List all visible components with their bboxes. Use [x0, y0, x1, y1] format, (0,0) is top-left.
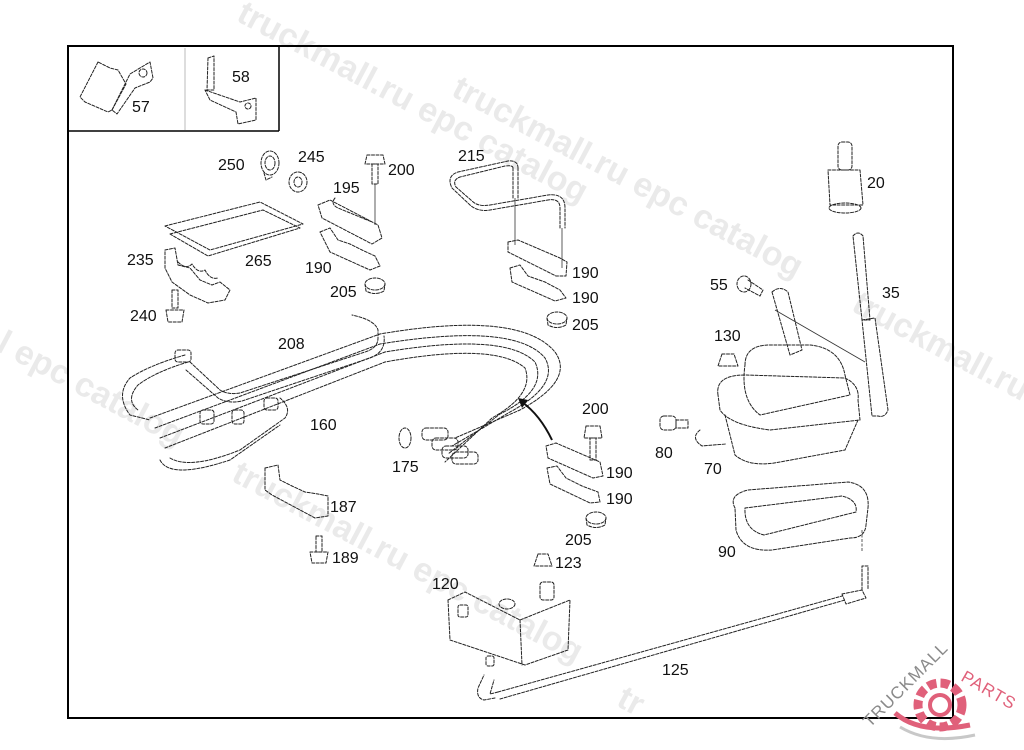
truckmallparts-logo: TRUCKMALL PARTS	[859, 638, 1020, 741]
part-190-clamp-lower[interactable]: 190	[509, 264, 599, 307]
callout-250: 250	[218, 157, 245, 174]
part-205-grommet[interactable]: 205	[330, 277, 386, 301]
part-205-grommet[interactable]: 205	[565, 511, 607, 549]
callout-120: 120	[432, 576, 459, 593]
callout-205: 205	[572, 317, 599, 334]
part-200-bolt[interactable]: 200	[364, 154, 415, 225]
callout-130: 130	[714, 328, 741, 345]
callout-235: 235	[127, 252, 154, 269]
part-265-plate[interactable]: 265	[164, 201, 304, 270]
callout-70: 70	[704, 461, 722, 478]
part-190-clamp-half[interactable]: 190	[305, 227, 381, 277]
part-215-u-bolt[interactable]: 215	[449, 148, 566, 268]
logo-word-parts: PARTS	[958, 667, 1020, 714]
callout-55: 55	[710, 277, 728, 294]
watermark-layer: truckmall.ru epc catalog truckmall.ru ep…	[0, 0, 1024, 724]
callout-200: 200	[388, 162, 415, 179]
part-235-clamp[interactable]: 235	[127, 247, 231, 304]
part-70-shift-housing[interactable]: 70	[695, 288, 861, 479]
callout-58: 58	[232, 69, 250, 86]
callout-20: 20	[867, 175, 885, 192]
callout-160: 160	[310, 417, 337, 434]
callout-190: 190	[572, 290, 599, 307]
part-245-washer[interactable]: 245	[288, 149, 325, 193]
part-240-bolt[interactable]: 240	[130, 289, 185, 325]
callout-57: 57	[132, 99, 150, 116]
part-205-grommet[interactable]: 205	[546, 311, 599, 334]
callout-90: 90	[718, 544, 736, 561]
part-123-nut[interactable]: 123	[533, 553, 582, 572]
part-175-o-ring[interactable]: 175	[392, 427, 419, 476]
callout-200: 200	[582, 401, 609, 418]
callout-190: 190	[572, 265, 599, 282]
part-125-hose-line[interactable]: 125	[477, 565, 869, 701]
part-120-reservoir[interactable]: 120	[432, 576, 571, 667]
callout-175: 175	[392, 459, 419, 476]
callout-215: 215	[458, 148, 485, 165]
callout-265: 265	[245, 253, 272, 270]
callout-190: 190	[606, 465, 633, 482]
watermark-text: truckmall.ru e	[846, 284, 1024, 422]
part-20-shift-knob[interactable]: 20	[827, 141, 885, 214]
logo-word-truckmall: TRUCKMALL	[859, 638, 952, 731]
callout-187: 187	[330, 499, 357, 516]
watermark-text: l epc catalog	[0, 324, 191, 454]
part-58-bracket[interactable]: 58	[204, 55, 257, 125]
callout-35: 35	[882, 285, 900, 302]
part-250-ring[interactable]: 250	[218, 150, 280, 181]
part-190-clamp-mid-upper[interactable]: 190	[545, 442, 633, 482]
part-35-shift-rod[interactable]: 35	[774, 232, 900, 417]
logo-gear-icon	[893, 678, 976, 741]
part-195-clamp-half[interactable]: 195	[317, 180, 383, 245]
hose-fittings	[421, 427, 479, 465]
part-208-hose[interactable]: 208	[185, 314, 385, 403]
callout-189: 189	[332, 550, 359, 567]
part-190-clamp-upper[interactable]: 190	[507, 239, 599, 282]
callout-205: 205	[330, 284, 357, 301]
callout-190: 190	[606, 491, 633, 508]
callout-208: 208	[278, 336, 305, 353]
diagram-frame	[67, 45, 954, 719]
part-80-sensor[interactable]: 80	[655, 415, 689, 462]
callout-190: 190	[305, 260, 332, 277]
inset-box	[68, 46, 280, 132]
callout-123: 123	[555, 555, 582, 572]
part-190-clamp-mid-lower[interactable]: 190	[546, 465, 633, 508]
callout-245: 245	[298, 149, 325, 166]
part-200-bolt[interactable]: 200	[582, 401, 609, 461]
part-55-bolt[interactable]: 55	[710, 275, 764, 297]
part-130-nut[interactable]: 130	[714, 328, 741, 367]
part-160-hose-bundle[interactable]: 160	[122, 324, 561, 471]
part-187-clamp[interactable]: 187	[264, 464, 357, 519]
callout-205: 205	[565, 532, 592, 549]
part-189-bolt[interactable]: 189	[309, 535, 359, 567]
watermark-text: tr	[611, 679, 651, 724]
callout-125: 125	[662, 662, 689, 679]
direction-arrow	[518, 398, 553, 441]
part-57-bracket[interactable]: 57	[79, 61, 154, 116]
watermark-text: truckmall.ru epc catalog	[231, 0, 594, 211]
watermark-text: truckmall.ru epc catalog	[446, 69, 809, 286]
callout-80: 80	[655, 445, 673, 462]
callout-195: 195	[333, 180, 360, 197]
part-90-gasket-frame[interactable]: 90	[718, 481, 869, 561]
callout-240: 240	[130, 308, 157, 325]
